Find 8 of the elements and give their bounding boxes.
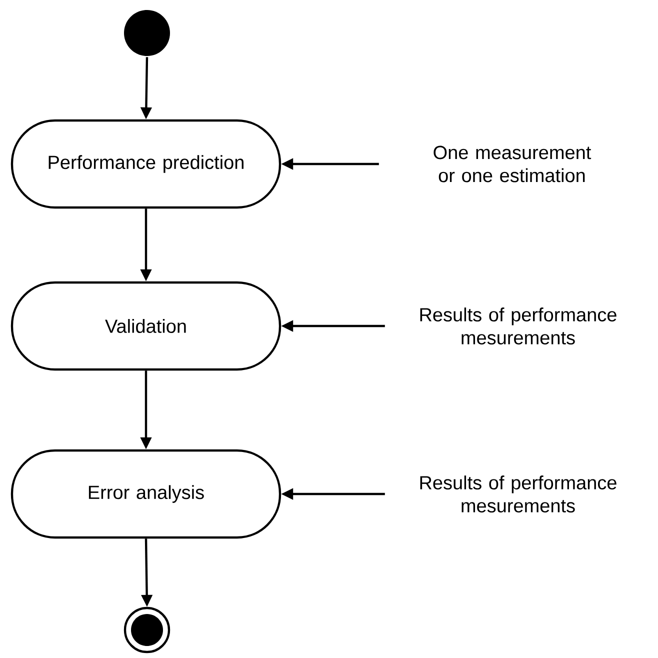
input-text: One measurement or one estimation: [434, 146, 592, 182]
activity-box: Validation: [10, 281, 282, 371]
activity-box: Error analysis: [10, 449, 282, 539]
input-text: Results of performance mesurements: [420, 476, 616, 512]
input-text: Results of performance mesurements: [420, 308, 616, 344]
activity-box: Performance prediction: [10, 119, 282, 209]
start-node: [124, 10, 170, 56]
end-node: [124, 606, 170, 654]
